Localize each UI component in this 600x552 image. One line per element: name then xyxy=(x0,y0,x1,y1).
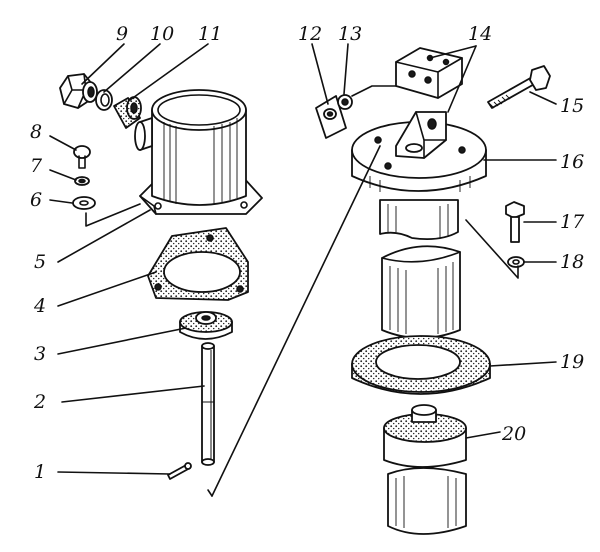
callout-11: 11 xyxy=(198,23,222,45)
part-6-washer xyxy=(72,196,96,210)
callout-18: 18 xyxy=(560,251,584,273)
middle-sleeve xyxy=(381,245,461,339)
callout-labels: 1 2 3 4 5 6 7 8 9 10 11 12 13 14 15 16 1… xyxy=(30,23,585,483)
part-3-disc xyxy=(179,311,233,340)
part-15-bolt xyxy=(487,65,551,109)
callout-6: 6 xyxy=(30,189,42,211)
part-14-block xyxy=(395,47,463,99)
callout-16: 16 xyxy=(560,151,584,173)
part-18-washer xyxy=(507,256,525,268)
part-9-fitting xyxy=(59,73,98,109)
callout-20: 20 xyxy=(501,423,526,445)
part-8-screw xyxy=(73,145,91,169)
part-20-coupling xyxy=(383,404,467,535)
callout-17: 17 xyxy=(560,211,585,233)
part-17-bolt xyxy=(505,201,525,243)
callout-3: 3 xyxy=(34,343,46,365)
part-1-pin xyxy=(167,462,192,480)
callout-2: 2 xyxy=(33,391,46,413)
callout-12: 12 xyxy=(298,23,322,45)
part-7-spring-washer xyxy=(74,176,90,186)
leader-shaft-to-flange xyxy=(211,145,381,497)
leader-shaft-tick xyxy=(207,489,213,497)
part-2-shaft xyxy=(201,342,215,466)
callout-13: 13 xyxy=(338,23,362,45)
callout-19: 19 xyxy=(560,351,584,373)
part-10-ring xyxy=(95,89,113,111)
part-11-bushing xyxy=(113,96,142,129)
part-5-housing xyxy=(134,89,263,215)
callout-10: 10 xyxy=(150,23,174,45)
callout-9: 9 xyxy=(116,23,128,45)
leader-6-8-bracket xyxy=(85,203,141,227)
part-19-gasket xyxy=(351,335,491,395)
part-13-washer xyxy=(337,94,353,110)
part-12-washer xyxy=(315,95,347,139)
callout-1: 1 xyxy=(34,461,46,483)
callout-7: 7 xyxy=(30,155,43,177)
callout-15: 15 xyxy=(560,95,584,117)
upper-sleeve xyxy=(379,199,459,241)
leader-lines xyxy=(49,43,557,475)
callout-5: 5 xyxy=(34,251,46,273)
callout-8: 8 xyxy=(30,121,42,143)
part-4-gasket xyxy=(147,227,249,301)
callout-14: 14 xyxy=(468,23,492,45)
callout-4: 4 xyxy=(33,295,46,317)
part-16-flange xyxy=(351,111,487,192)
